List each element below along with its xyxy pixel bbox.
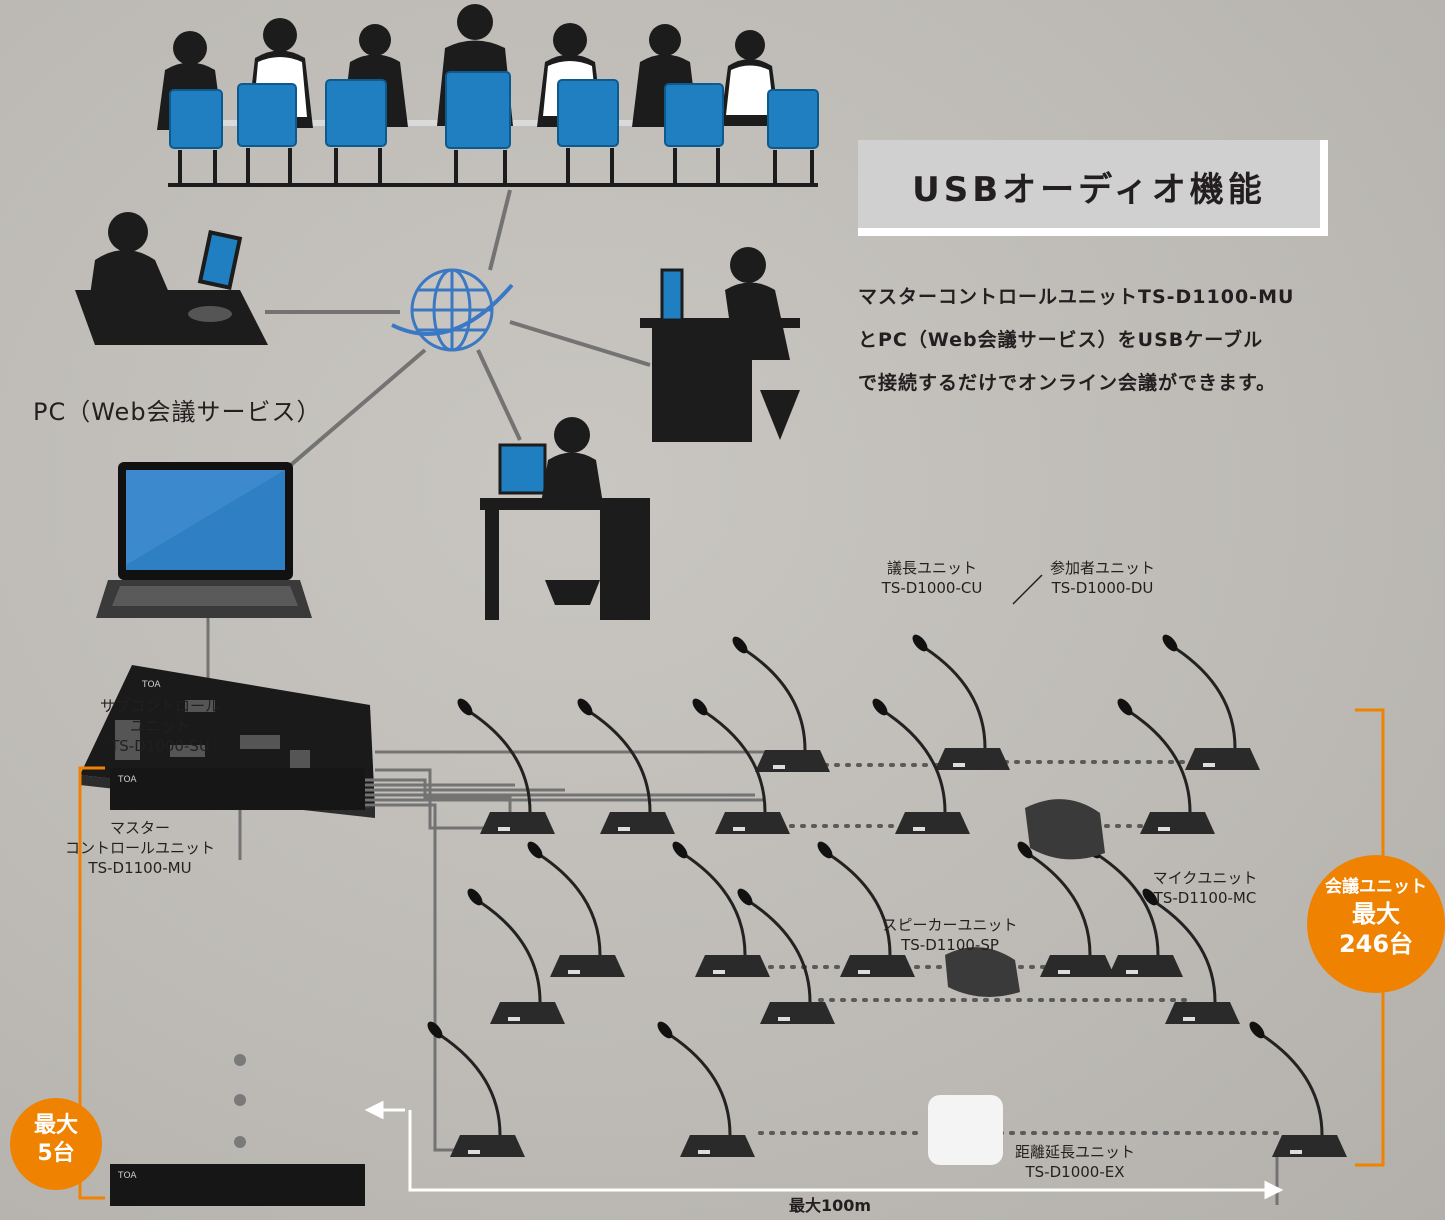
sub-count-badge: 最大 5台 [10, 1098, 102, 1190]
network-lines [265, 189, 651, 472]
mic-units [423, 630, 1349, 1165]
description-line-1: マスターコントロールユニットTS-D1100-MU [858, 286, 1295, 308]
desk-worker-bottom-illustration [480, 417, 650, 620]
description-line-2: とPC（Web会議サービス）をUSBケーブル [858, 329, 1264, 351]
desk-worker-right-illustration [640, 247, 800, 442]
phone-user-illustration [75, 212, 268, 345]
globe-icon [391, 268, 514, 352]
sub-control-unit-device [110, 768, 365, 1206]
description-line-3: で接続するだけでオンライン会議ができます。 [858, 372, 1277, 394]
pc-label: PC（Web会議サービス） [33, 398, 322, 426]
dotted-lines [758, 760, 1287, 1135]
speaker-unit-device [1025, 799, 1105, 860]
unit-count-badge: 会議ユニット 最大 246台 [1307, 855, 1445, 993]
laptop-illustration [96, 462, 312, 618]
page-title: USBオーディオ機能 [912, 170, 1266, 210]
sub-unit-brand-bottom: TOA [118, 1171, 137, 1181]
sub-unit-brand-top: TOA [118, 775, 137, 785]
distance-label: 最大100m [788, 1196, 872, 1215]
meeting-room-illustration [157, 4, 819, 187]
title-box: USBオーディオ機能 [858, 140, 1328, 236]
extension-unit-device [928, 1095, 1003, 1165]
distance-arrow [364, 1100, 1284, 1200]
master-unit-brand: TOA [142, 680, 161, 690]
